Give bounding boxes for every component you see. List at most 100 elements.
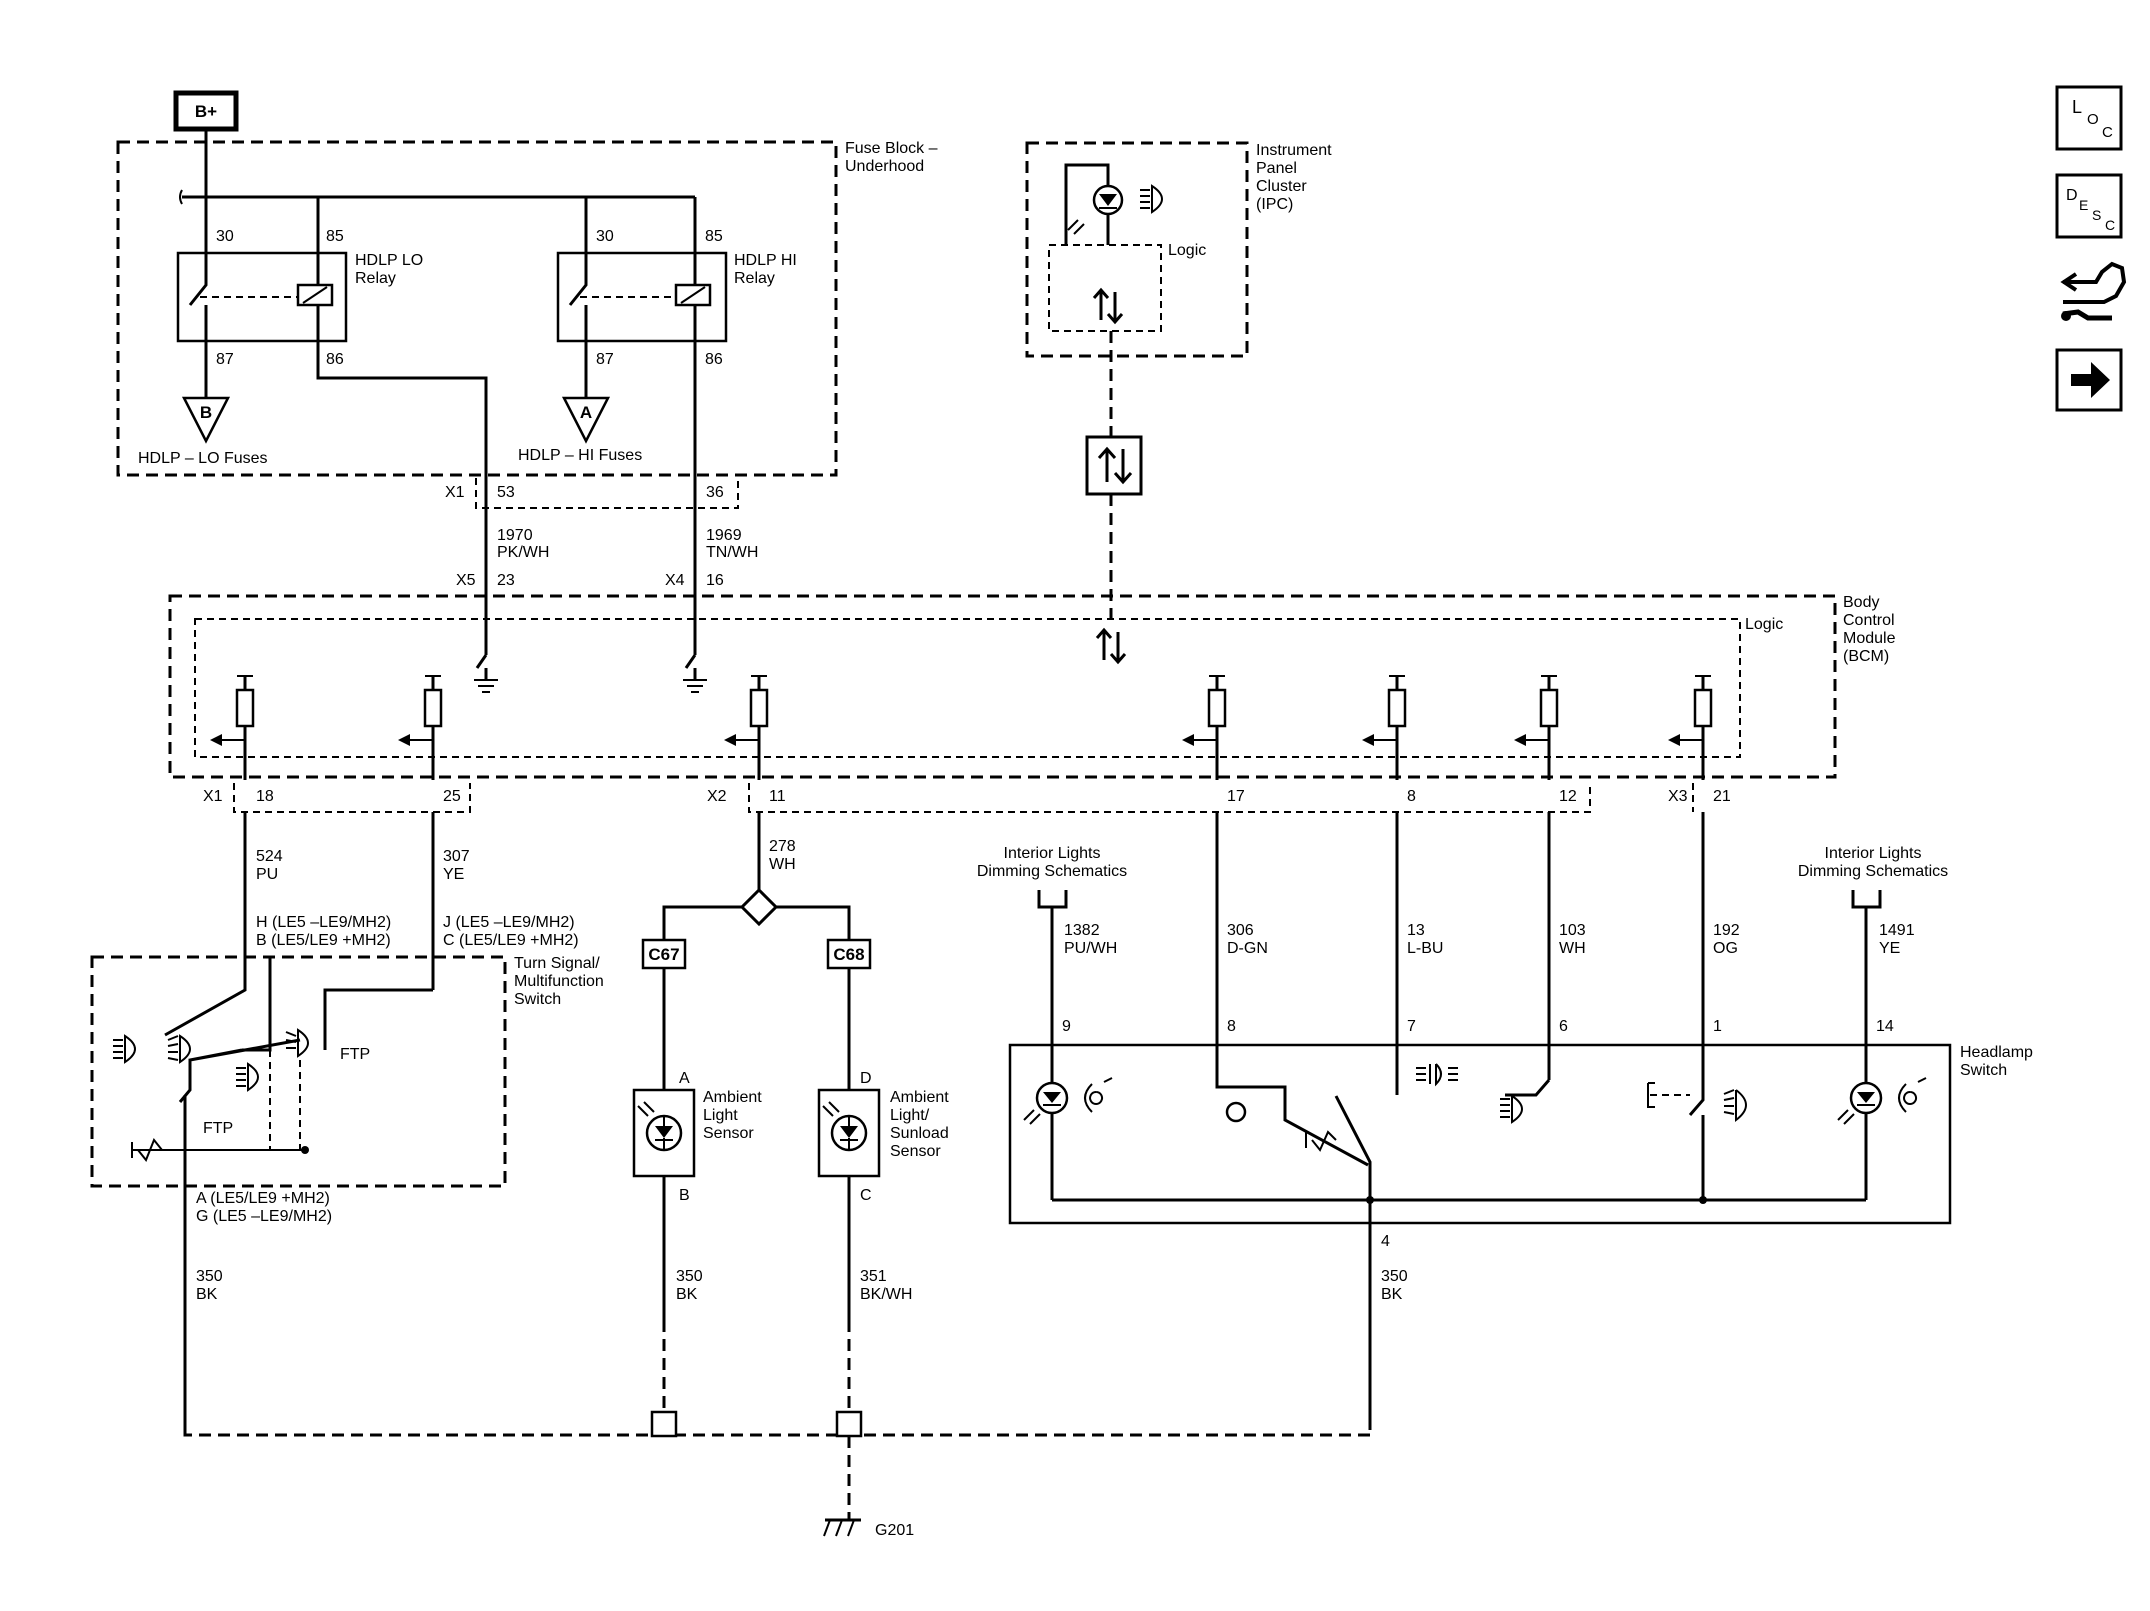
wire-524-color: PU (256, 866, 278, 883)
hi-pin-87: 87 (596, 351, 614, 368)
wire-350-color-3: BK (1381, 1286, 1403, 1303)
sunload-label-3: Sunload (890, 1125, 949, 1142)
wire-103-color: WH (1559, 940, 1586, 957)
sunload-pin-d: D (860, 1070, 872, 1087)
hi-pin-86: 86 (705, 351, 723, 368)
loc-letter-l: L (2072, 97, 2082, 117)
wire-13-circuit: 13 (1407, 922, 1425, 939)
wire-1969-color: TN/WH (706, 544, 758, 561)
location-nav-button[interactable]: L O C (2055, 85, 2123, 151)
c67-label: C67 (648, 945, 679, 964)
wire-350-circuit-2: 350 (676, 1268, 703, 1285)
ambient-pin-b: B (679, 1187, 690, 1204)
fuse-connector-x1: X1 (445, 484, 465, 501)
connector-end-view-icon[interactable] (2060, 261, 2127, 321)
bcm-inputs (210, 675, 1713, 780)
hi-fuses-label: HDLP – HI Fuses (518, 447, 642, 464)
headlamp-switch-label-2: Switch (1960, 1062, 2007, 1079)
fuse-pin-53: 53 (497, 484, 515, 501)
bcm-label-4: (BCM) (1843, 648, 1889, 665)
lo-pin-86: 86 (326, 351, 344, 368)
wire-307-circuit: 307 (443, 848, 470, 865)
turn-pin-a: A (LE5/LE9 +MH2) (196, 1190, 330, 1207)
bcm-connector-x1: X1 (203, 788, 223, 805)
bcm-pin-11: 11 (769, 788, 786, 805)
bcm-connector-x2: X2 (707, 788, 727, 805)
battery-positive: B+ (173, 90, 239, 132)
lo-relay-label-1: HDLP LO (355, 252, 423, 269)
sunload-label-4: Sensor (890, 1143, 941, 1160)
turn-pin-g: G (LE5 –LE9/MH2) (196, 1208, 332, 1225)
hs-pin-8: 8 (1227, 1018, 1236, 1035)
hs-pin-14: 14 (1876, 1018, 1894, 1035)
desc-letter-d: D (2066, 187, 2078, 204)
turn-pin-h: H (LE5 –LE9/MH2) (256, 914, 391, 931)
ambient-label-3: Sensor (703, 1125, 754, 1142)
interior-left-label-1: Interior Lights (1004, 845, 1101, 862)
hi-fuse-letter: A (580, 403, 592, 422)
desc-letter-e: E (2079, 197, 2088, 213)
ipc-label-4: (IPC) (1256, 196, 1293, 213)
bcm-pin-17: 17 (1227, 788, 1245, 805)
turn-ftp-1: FTP (340, 1046, 370, 1063)
wire-1491-color: YE (1879, 940, 1900, 957)
lo-fuse-letter: B (200, 403, 212, 422)
bcm-pin-21: 21 (1713, 788, 1731, 805)
bcm-pin-25: 25 (443, 788, 461, 805)
lo-pin-30: 30 (216, 228, 234, 245)
connector-c68 (826, 938, 872, 970)
bcm-outline (168, 594, 1837, 779)
wire-307-color: YE (443, 866, 464, 883)
description-nav-button[interactable]: D E S C (2055, 173, 2123, 239)
sunload-label-1: Ambient (890, 1089, 949, 1106)
wire-351-color: BK/WH (860, 1286, 912, 1303)
splice (739, 887, 779, 927)
lo-relay-label-2: Relay (355, 270, 396, 287)
hs-pin-1: 1 (1713, 1018, 1722, 1035)
desc-letter-s: S (2092, 207, 2101, 223)
wire-1382-circuit: 1382 (1064, 922, 1100, 939)
hi-pin-30: 30 (596, 228, 614, 245)
connector-c67 (641, 938, 687, 970)
c68-label: C68 (833, 945, 864, 964)
wire-350-color-2: BK (676, 1286, 698, 1303)
wire-524-circuit: 524 (256, 848, 283, 865)
serial-data-symbol (1085, 435, 1143, 496)
ambient-pin-a: A (679, 1070, 690, 1087)
hs-pin-4: 4 (1381, 1233, 1390, 1250)
wire-1969-circuit: 1969 (706, 527, 742, 544)
wire-350-circuit-1: 350 (196, 1268, 223, 1285)
wire-351-circuit: 351 (860, 1268, 887, 1285)
lo-pin-87: 87 (216, 351, 234, 368)
interior-right-label-1: Interior Lights (1825, 845, 1922, 862)
wire-1491-circuit: 1491 (1879, 922, 1915, 939)
ambient-label-1: Ambient (703, 1089, 762, 1106)
arrow-right-icon (2071, 362, 2110, 398)
ipc-label-2: Panel (1256, 160, 1297, 177)
hi-pin-85: 85 (705, 228, 723, 245)
bcm-label-2: Control (1843, 612, 1895, 629)
bcm-pin-23: 23 (497, 572, 515, 589)
fuse-pin-36: 36 (706, 484, 724, 501)
next-page-button[interactable] (2055, 348, 2123, 412)
turn-ftp-2: FTP (203, 1120, 233, 1137)
ipc-label-1: Instrument (1256, 142, 1332, 159)
hi-relay-label-1: HDLP HI (734, 252, 797, 269)
ambient-sunload-sensor (817, 1088, 881, 1320)
turn-pin-j: J (LE5 –LE9/MH2) (443, 914, 575, 931)
hs-pin-9: 9 (1062, 1018, 1071, 1035)
lo-fuses-label: HDLP – LO Fuses (138, 450, 268, 467)
splice-pack-2 (835, 1410, 863, 1438)
bcm-label-1: Body (1843, 594, 1879, 611)
wire-306-color: D-GN (1227, 940, 1268, 957)
bcm-logic-label: Logic (1745, 616, 1783, 633)
interior-left-label-2: Dimming Schematics (977, 863, 1127, 880)
bcm-pin-12: 12 (1559, 788, 1577, 805)
wire-192-color: OG (1713, 940, 1738, 957)
turn-switch-label-3: Switch (514, 991, 561, 1008)
hdlp-hi-relay: A (556, 197, 728, 655)
turn-switch-label-2: Multifunction (514, 973, 604, 990)
bcm-pin-8: 8 (1407, 788, 1416, 805)
turn-switch-outline (90, 955, 507, 1188)
